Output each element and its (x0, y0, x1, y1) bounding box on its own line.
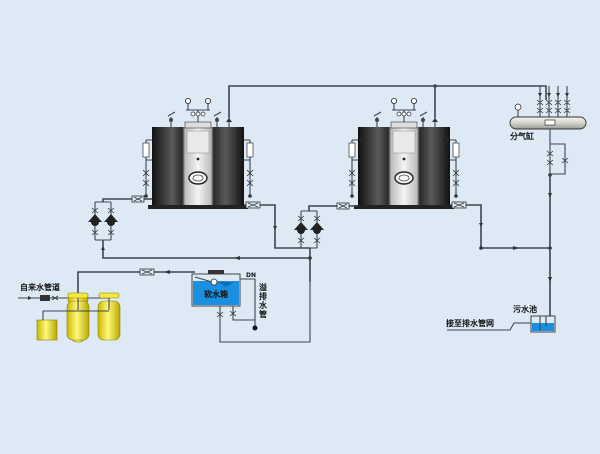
safety-valves (167, 111, 232, 127)
water-level-gauge-left (142, 137, 159, 198)
gauge-icon (514, 103, 522, 111)
pump-group-1[interactable] (88, 201, 310, 260)
boiler-control-panel (392, 130, 416, 154)
boiler-base (148, 205, 248, 209)
blowdown-line-boiler-2 (450, 201, 552, 250)
boiler-2[interactable] (348, 98, 460, 209)
boiler-base (354, 205, 454, 209)
softener-supply-line (77, 268, 195, 305)
boiler-manhole (394, 171, 414, 185)
svg-text:溢: 溢 (259, 282, 267, 292)
tap-water-inlet: 自来水管道 (18, 282, 110, 301)
sewage-pool-label: 污水池 (513, 304, 537, 314)
blowdown-line-boiler-1 (244, 201, 310, 249)
overflow-drain-label: 溢 排 水 管 (258, 282, 268, 319)
svg-text:排: 排 (259, 291, 267, 301)
tap-water-label: 自来水管道 (20, 282, 60, 292)
boiler-control-panel (186, 130, 210, 154)
safety-valves (373, 111, 438, 127)
water-level-gauge-right (237, 137, 254, 198)
to-drain-network-label: 接至排水管网 (446, 318, 494, 328)
water-level-gauge-left (348, 137, 365, 198)
drain-line (548, 175, 552, 318)
pump-group-2[interactable] (294, 210, 324, 282)
header-outlets (536, 86, 571, 117)
sewage-pool[interactable]: 污水池 接至排水管网 (446, 304, 556, 333)
steam-header[interactable]: 分气缸 (509, 86, 587, 177)
boiler-manhole (188, 171, 208, 185)
steam-header-label: 分气缸 (510, 131, 534, 141)
svg-text:水: 水 (258, 300, 268, 310)
water-level-gauge-right (443, 137, 460, 198)
dn-label: DN (246, 272, 256, 279)
pressure-gauges (184, 98, 211, 122)
feed-inlet-boiler-2 (308, 202, 358, 211)
feed-inlet-boiler-1 (102, 195, 152, 203)
tank-water (193, 281, 239, 305)
sewage-water (532, 323, 554, 331)
svg-text:管: 管 (259, 309, 267, 319)
brine-tank[interactable] (36, 319, 58, 341)
pressure-gauges (390, 98, 417, 122)
soft-water-tank[interactable]: 软水箱 DN 溢 排 水 管 (191, 270, 311, 343)
steam-main-pipe (228, 84, 547, 118)
softener-internal-piping (42, 298, 110, 320)
boiler-1[interactable] (142, 98, 254, 209)
soft-water-tank-label: 软水箱 (204, 289, 228, 299)
